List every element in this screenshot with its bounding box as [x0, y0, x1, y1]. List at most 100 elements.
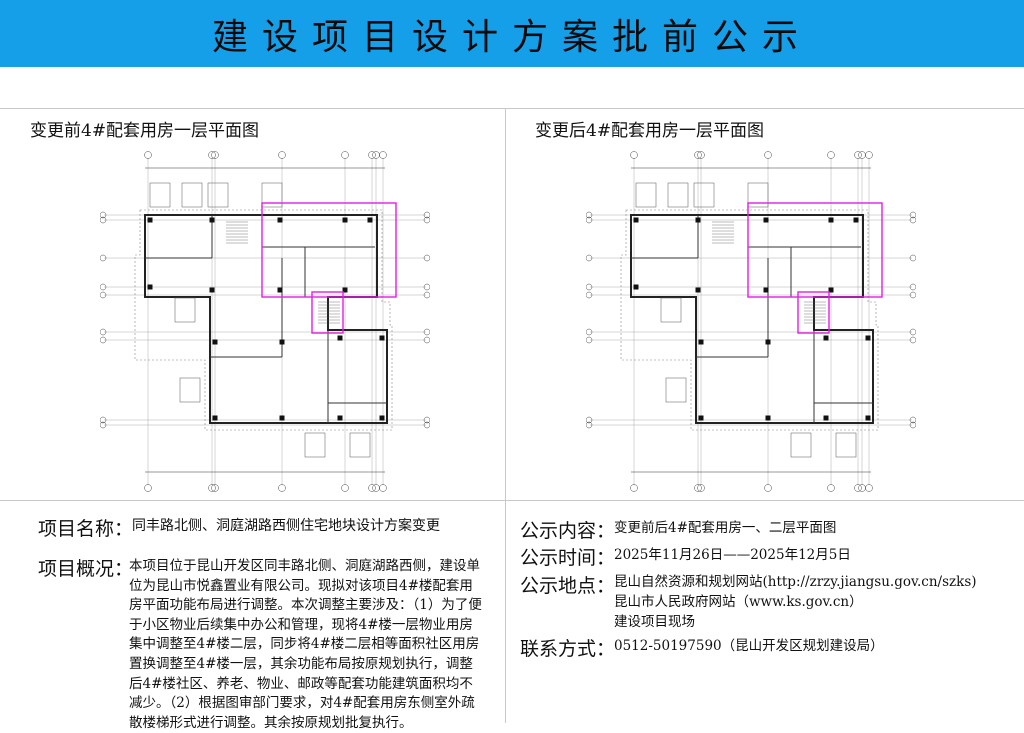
axis-bubble [865, 151, 873, 159]
axis-bubble [278, 151, 286, 159]
column [337, 335, 343, 341]
project-overview-label: 项目概况： [38, 558, 134, 580]
axis-bubble [100, 328, 107, 336]
notice-place-3: 建设项目现场 [614, 614, 695, 630]
highlight-box [261, 202, 397, 298]
column [828, 287, 834, 293]
axis-bubble [372, 484, 380, 492]
column [279, 339, 285, 345]
column [865, 415, 871, 421]
column [823, 415, 829, 421]
axis-bubble [909, 291, 916, 299]
axis-bubble [909, 283, 916, 291]
axis-bubble [586, 211, 593, 219]
column [695, 217, 701, 223]
axis-bubble [278, 484, 286, 492]
column [698, 415, 704, 421]
column [337, 415, 343, 421]
column [209, 287, 215, 293]
exterior-fixture [693, 182, 715, 208]
axis-bubble [368, 484, 376, 492]
column [853, 217, 859, 223]
exterior-fixture [349, 432, 371, 458]
exterior-fixture [747, 182, 769, 208]
plan-after-title: 变更后4#配套用房一层平面图 [535, 121, 765, 141]
axis-bubble [694, 151, 702, 159]
exterior-fixture [174, 297, 196, 323]
notice-place-2: 昆山市人民政府网站（www.ks.gov.cn） [614, 594, 863, 610]
exterior-fixture [304, 432, 326, 458]
notice-time-value: 2025年11月26日——2025年12月5日 [614, 547, 851, 563]
exterior-fixture [660, 297, 682, 323]
axis-bubble [341, 484, 349, 492]
exterior-fixture [179, 377, 201, 403]
axis-bubble [854, 151, 862, 159]
axis-bubble [100, 416, 107, 424]
project-name-label: 项目名称： [38, 518, 134, 540]
divider-middle [0, 500, 1024, 501]
axis-bubble [586, 283, 593, 291]
column [633, 284, 639, 290]
exterior-fixture [790, 432, 812, 458]
axis-bubble [341, 151, 349, 159]
axis-bubble [423, 211, 430, 219]
plan-before-title: 变更前4#配套用房一层平面图 [30, 121, 260, 141]
column [367, 217, 373, 223]
highlight-box [747, 202, 883, 298]
column [277, 287, 283, 293]
exterior-wall [144, 214, 388, 424]
axis-bubble [144, 484, 152, 492]
axis-bubble [909, 421, 916, 429]
highlight-box [797, 291, 830, 334]
axis-bubble [100, 211, 107, 219]
column [379, 335, 385, 341]
notice-content-value: 变更前后4#配套用房一、二层平面图 [614, 520, 837, 536]
exterior-fixture [207, 182, 229, 208]
column [763, 217, 769, 223]
notice-contact-label: 联系方式： [520, 638, 616, 660]
axis-bubble [630, 484, 638, 492]
axis-bubble [100, 254, 107, 262]
exterior-fixture [181, 182, 203, 208]
floor-plan-after [586, 151, 916, 492]
divider-top [0, 108, 1024, 109]
exterior-wall [630, 214, 874, 424]
axis-bubble [586, 254, 593, 262]
column [147, 217, 153, 223]
column [379, 415, 385, 421]
axis-bubble [909, 328, 916, 336]
project-overview-value: 本项目位于昆山开发区同丰路北侧、洞庭湖路西侧，建设单位为昆山市悦鑫置业有限公司。… [129, 558, 482, 731]
axis-bubble [100, 421, 107, 429]
page-title: 建设项目设计方案批前公示 [211, 16, 812, 58]
axis-bubble [586, 336, 593, 344]
column [212, 339, 218, 345]
column [212, 415, 218, 421]
axis-bubble [211, 151, 219, 159]
axis-bubble [423, 283, 430, 291]
axis-bubble [858, 484, 866, 492]
exterior-fixture [665, 377, 687, 403]
axis-bubble [865, 484, 873, 492]
axis-bubble [827, 484, 835, 492]
axis-bubble [379, 484, 387, 492]
axis-bubble [586, 291, 593, 299]
axis-bubble [100, 291, 107, 299]
axis-bubble [909, 216, 916, 224]
axis-bubble [423, 254, 430, 262]
axis-bubble [423, 421, 430, 429]
project-name-value: 同丰路北侧、洞庭湖路西侧住宅地块设计方案变更 [132, 518, 440, 534]
column [342, 217, 348, 223]
axis-bubble [697, 484, 705, 492]
column [765, 415, 771, 421]
floor-plan-before [100, 151, 430, 492]
axis-bubble [697, 151, 705, 159]
column [765, 339, 771, 345]
axis-bubble [858, 151, 866, 159]
column [865, 335, 871, 341]
column [828, 217, 834, 223]
axis-bubble [372, 151, 380, 159]
axis-bubble [909, 336, 916, 344]
column [279, 415, 285, 421]
axis-bubble [586, 216, 593, 224]
axis-bubble [211, 484, 219, 492]
